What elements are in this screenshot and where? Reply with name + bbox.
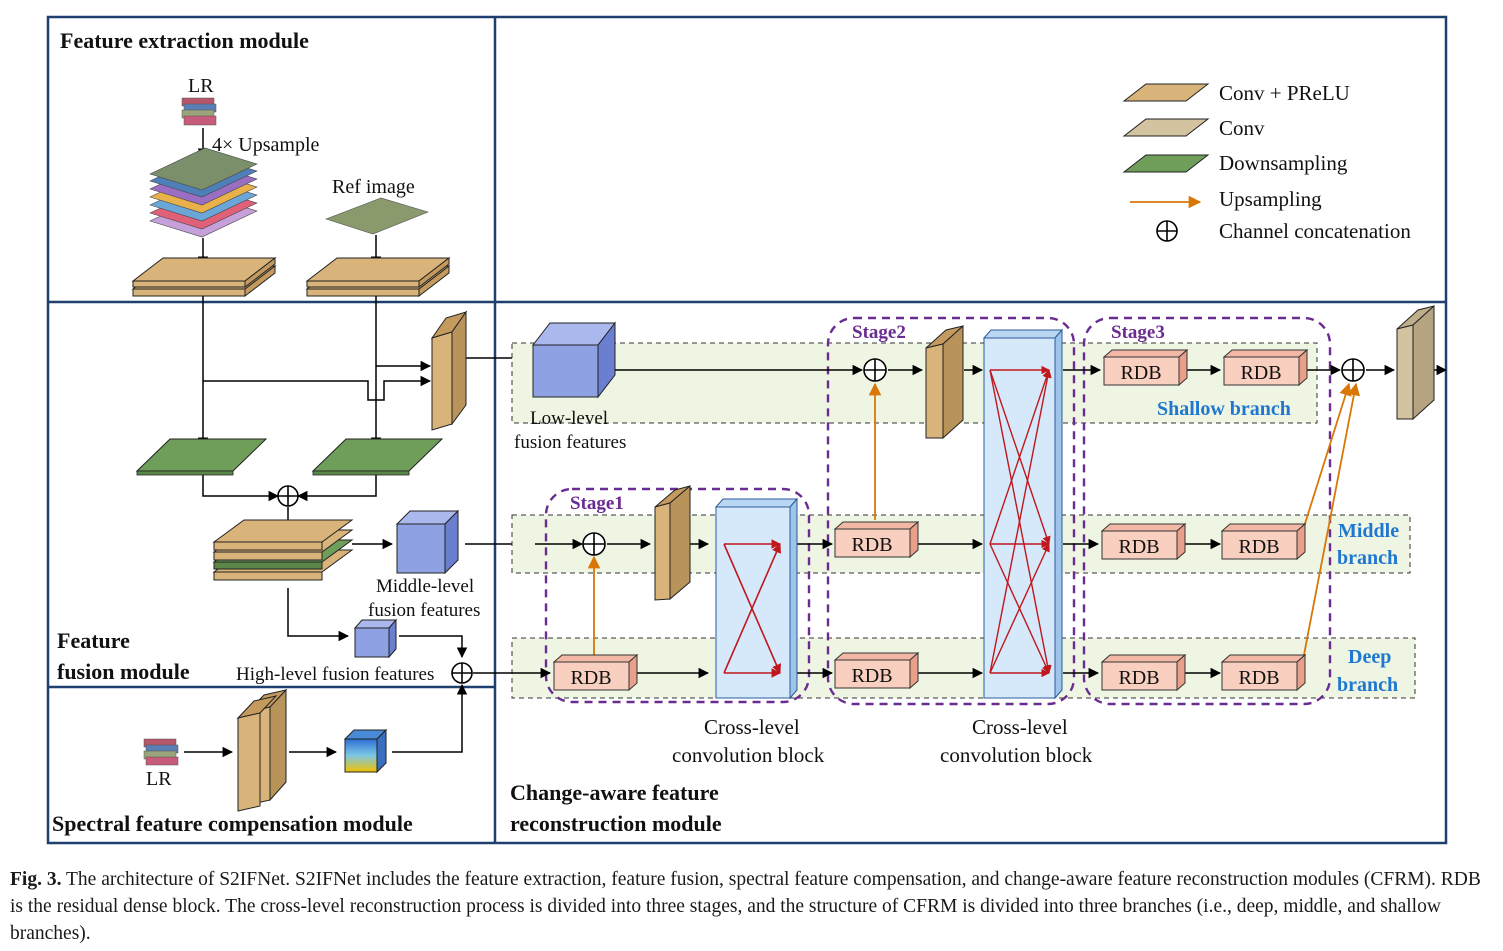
rdb-label: RDB [1238, 536, 1279, 558]
legend-concat-label: Channel concatenation [1219, 219, 1411, 243]
cfrm-title-2: reconstruction module [510, 811, 722, 836]
rdb-stage3-deep-2: RDB [1220, 653, 1307, 692]
rdb-label: RDB [1238, 667, 1279, 689]
legend-upsampling-label: Upsampling [1219, 187, 1322, 211]
caption-text: The architecture of S2IFNet. S2IFNet inc… [10, 869, 1481, 944]
downsample-plate-ref [311, 438, 444, 472]
downsample-plate-ref-edge [312, 470, 410, 476]
deep-branch-label-2: branch [1337, 674, 1398, 696]
upsampling-arrows [587, 382, 1361, 661]
middle-level-label-2: fusion features [368, 600, 480, 621]
rdb-label: RDB [851, 665, 892, 687]
fusion-connectors [197, 296, 535, 659]
downsample-plate-lr [135, 438, 268, 472]
output-conv-plate [1396, 304, 1435, 421]
rdb-label: RDB [851, 534, 892, 556]
rdb-label: RDB [1120, 362, 1161, 384]
spectral-conv-stack [236, 688, 288, 812]
figure-caption: Fig. 3. The architecture of S2IFNet. S2I… [10, 866, 1490, 947]
fusion-stacked-plates [212, 519, 354, 581]
stage2-concat-symbol [863, 358, 887, 382]
rdb-stage3-middle-1: RDB [1100, 522, 1187, 561]
middle-branch-label-1: Middle [1338, 520, 1399, 542]
rdb-label: RDB [570, 667, 611, 689]
cross-block-1-label-1: Cross-level [704, 715, 800, 739]
spectral-lr-label: LR [146, 768, 172, 790]
stage2-label: Stage2 [852, 322, 906, 343]
middle-branch-label-2: branch [1337, 547, 1398, 569]
module-borders [46, 15, 1448, 845]
feature-fusion-title-1: Feature [57, 628, 130, 653]
rdb-stage1-deep: RDB [552, 653, 639, 692]
stage2-conv-plate [925, 324, 964, 440]
low-level-label-1: Low-level [530, 408, 608, 429]
cross-block-1-label-2: convolution block [672, 743, 825, 767]
caption-figure-number: Fig. 3. [10, 869, 62, 890]
downsample-plate-lr-edge [136, 470, 234, 476]
legend-conv-swatch [1122, 118, 1210, 137]
feature-fusion-title-2: fusion module [57, 659, 190, 684]
lr-image-stack [181, 97, 217, 126]
rdb-label: RDB [1240, 362, 1281, 384]
rdb-stage2-deep: RDB [833, 651, 920, 690]
ref-image-label: Ref image [332, 176, 415, 198]
stage1-label: Stage1 [570, 493, 624, 514]
rdb-stage3-middle-2: RDB [1220, 522, 1307, 561]
shallow-branch-label: Shallow branch [1157, 398, 1291, 420]
feature-extraction-title: Feature extraction module [60, 28, 309, 53]
high-level-label: High-level fusion features [236, 664, 434, 685]
stage3-label: Stage3 [1111, 322, 1165, 343]
lr-conv-plates [131, 256, 277, 298]
cross-level-block-1 [714, 497, 799, 700]
spectral-connectors [184, 683, 468, 758]
architecture-diagram: Feature extraction module Feature fusion… [46, 15, 1448, 845]
rdb-stage2-middle: RDB [833, 520, 920, 559]
low-level-cube [531, 321, 617, 399]
rdb-label: RDB [1118, 536, 1159, 558]
upsample-label: 4× Upsample [212, 134, 319, 156]
stage1-concat-symbol [582, 532, 606, 556]
cfrm-connectors [473, 364, 1448, 679]
deep-branch-label-1: Deep [1348, 646, 1391, 668]
spectral-lr-stack [143, 738, 179, 766]
rdb-stage3-shallow-2: RDB [1222, 348, 1309, 387]
ref-image [325, 197, 429, 235]
legend-conv-label: Conv [1219, 116, 1265, 140]
rdb-stage3-deep-1: RDB [1100, 653, 1187, 692]
upsampled-image-stack [149, 147, 258, 238]
legend: Conv + PReLU Conv Downsampling Upsamplin… [1122, 81, 1411, 243]
spectral-compensation-title: Spectral feature compensation module [52, 811, 413, 836]
stage3-concat-symbol [1341, 358, 1365, 382]
rdb-label: RDB [1118, 667, 1159, 689]
cross-level-block-2 [982, 328, 1064, 700]
lr-label: LR [188, 75, 214, 97]
low-level-label-2: fusion features [514, 432, 626, 453]
spectral-feature-cube [343, 728, 388, 774]
ref-conv-plates [305, 256, 451, 298]
legend-downsampling-swatch [1122, 154, 1210, 173]
cross-block-2-label-1: Cross-level [972, 715, 1068, 739]
legend-conv-prelu-label: Conv + PReLU [1219, 81, 1350, 105]
high-level-concat-symbol [451, 662, 473, 684]
legend-conv-prelu-swatch [1122, 83, 1210, 102]
stage3-border [1082, 316, 1332, 706]
legend-downsampling-label: Downsampling [1219, 151, 1348, 175]
stage1-conv-plate [654, 484, 691, 601]
stage2-border [826, 316, 1076, 706]
cfrm-title-1: Change-aware feature [510, 780, 719, 805]
fusion-concat-symbol [277, 485, 299, 507]
legend-concat-icon [1156, 220, 1178, 242]
rdb-stage3-shallow-1: RDB [1102, 348, 1189, 387]
middle-level-cube [395, 509, 460, 575]
cross-block-2-label-2: convolution block [940, 743, 1093, 767]
fusion-vertical-conv [430, 310, 468, 431]
high-level-cube [353, 618, 398, 659]
middle-level-label-1: Middle-level [376, 576, 474, 597]
